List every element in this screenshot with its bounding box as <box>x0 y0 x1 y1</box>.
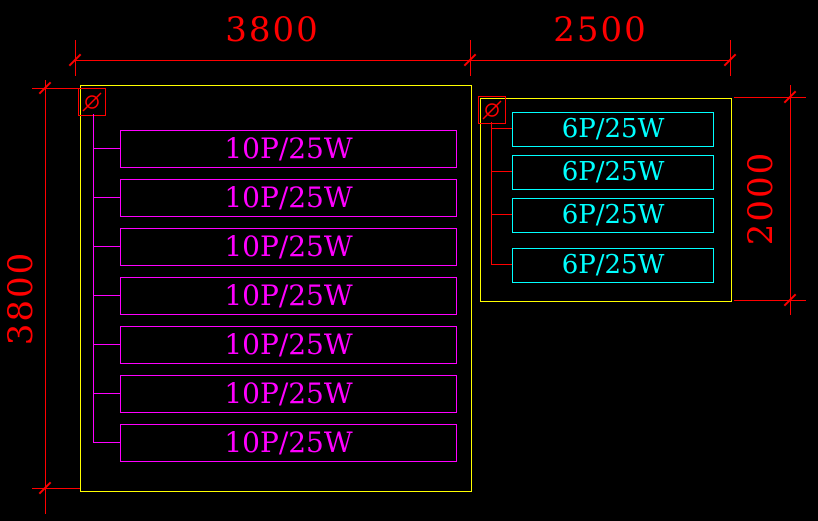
fixture-label: 6P/25W <box>561 114 665 144</box>
circle-slash-fixture-symbol[interactable] <box>78 88 106 116</box>
fixture-10p-25w[interactable]: 10P/25W <box>120 130 457 168</box>
connector-stub <box>491 264 512 265</box>
fixture-10p-25w[interactable]: 10P/25W <box>120 326 457 364</box>
dimension-line-right <box>790 85 791 315</box>
fixture-label: 10P/25W <box>224 328 353 361</box>
room-outline-right[interactable] <box>480 98 732 302</box>
dimension-text-right: 2000 <box>741 150 781 246</box>
fixture-label: 10P/25W <box>224 230 353 263</box>
fixture-10p-25w[interactable]: 10P/25W <box>120 179 457 217</box>
dimension-text-top-right: 2500 <box>553 10 648 50</box>
fixture-label: 10P/25W <box>224 181 353 214</box>
connector-stub <box>491 128 512 129</box>
fixture-label: 10P/25W <box>224 132 353 165</box>
fixture-10p-25w[interactable]: 10P/25W <box>120 375 457 413</box>
connector-line-right <box>491 122 492 265</box>
connector-stub <box>93 197 120 198</box>
fixture-6p-25w[interactable]: 6P/25W <box>512 248 714 283</box>
fixture-label: 6P/25W <box>561 200 665 230</box>
extension-line-left-top <box>32 88 80 89</box>
extension-line-left-bottom <box>32 488 80 489</box>
fixture-label: 10P/25W <box>224 426 353 459</box>
circle-slash-icon <box>482 100 502 120</box>
extension-line-right-bottom <box>734 300 806 301</box>
connector-line-left <box>93 114 94 443</box>
connector-stub <box>93 393 120 394</box>
connector-stub <box>491 171 512 172</box>
dimension-line-top <box>75 60 731 61</box>
fixture-10p-25w[interactable]: 10P/25W <box>120 424 457 462</box>
dimension-text-left: 3800 <box>1 250 41 346</box>
fixture-label: 10P/25W <box>224 377 353 410</box>
connector-stub <box>93 295 120 296</box>
dimension-text-top-left: 3800 <box>225 10 320 50</box>
circle-slash-fixture-symbol[interactable] <box>478 96 506 124</box>
extension-line-right-top <box>734 97 806 98</box>
fixture-6p-25w[interactable]: 6P/25W <box>512 155 714 190</box>
fixture-10p-25w[interactable]: 10P/25W <box>120 228 457 266</box>
fixture-label: 6P/25W <box>561 250 665 280</box>
room-outline-left[interactable] <box>80 85 472 492</box>
fixture-6p-25w[interactable]: 6P/25W <box>512 198 714 233</box>
connector-stub <box>93 344 120 345</box>
connector-stub <box>93 246 120 247</box>
connector-stub <box>93 148 120 149</box>
fixture-label: 10P/25W <box>224 279 353 312</box>
circle-slash-icon <box>82 92 102 112</box>
fixture-10p-25w[interactable]: 10P/25W <box>120 277 457 315</box>
connector-stub <box>491 214 512 215</box>
fixture-6p-25w[interactable]: 6P/25W <box>512 112 714 147</box>
connector-stub <box>93 442 120 443</box>
fixture-label: 6P/25W <box>561 157 665 187</box>
dimension-line-left <box>45 80 46 514</box>
